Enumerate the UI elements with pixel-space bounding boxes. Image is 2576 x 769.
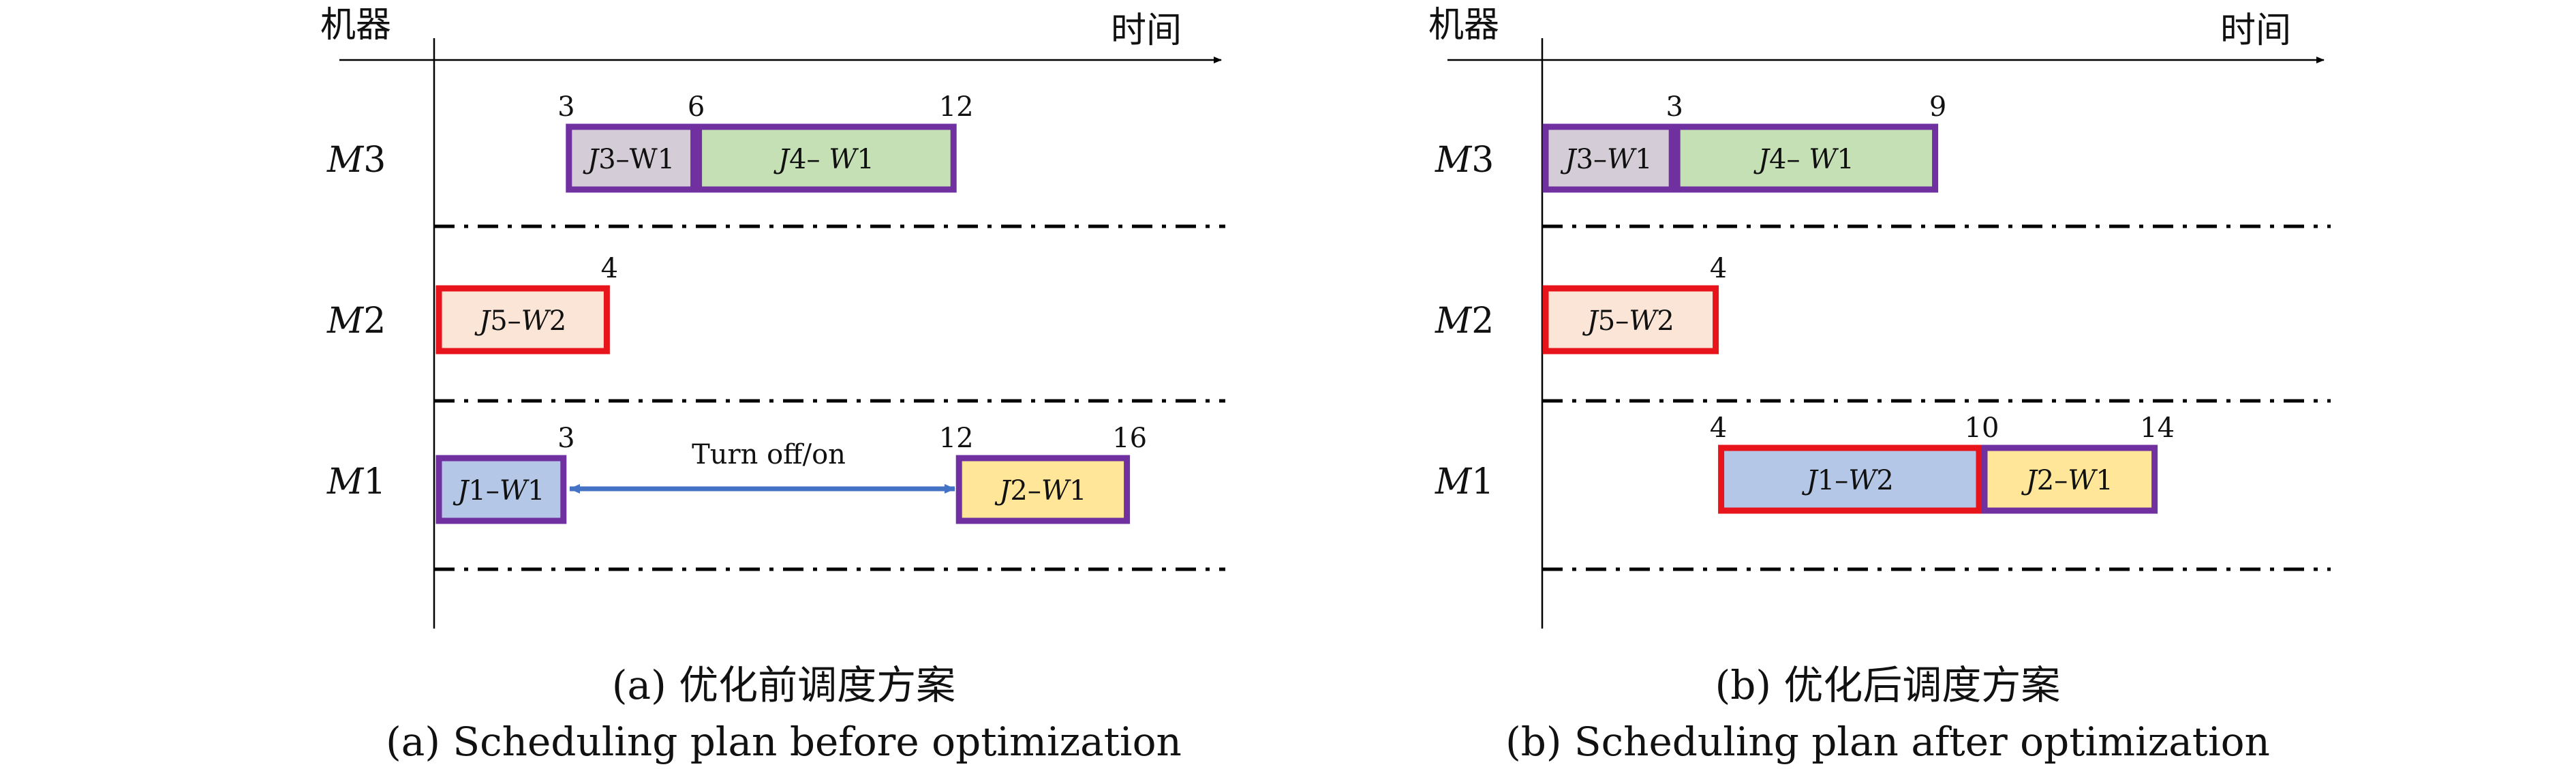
time-label: 4 (1710, 412, 1727, 444)
task-bar-j5 (435, 285, 610, 355)
task-bar-j1 (1718, 444, 1982, 514)
time-label: 14 (2140, 412, 2175, 444)
caption-cn: (a) 优化前调度方案 (612, 662, 955, 708)
time-label: 3 (557, 423, 574, 454)
machine-label-m1: M1 (326, 462, 386, 502)
y-axis-label: 机器 (320, 5, 391, 46)
time-label: 10 (1965, 412, 1999, 444)
time-label: 4 (601, 253, 618, 284)
task-label-j3: J3–W1 (1561, 144, 1653, 175)
x-axis-label: 时间 (2220, 10, 2291, 51)
task-label-j3: J3–W1 (583, 144, 675, 175)
caption-en: (b) Scheduling plan after optimization (1505, 719, 2270, 765)
machine-label-m1: M1 (1435, 462, 1494, 502)
task-label-j2: J2–W1 (994, 475, 1086, 507)
machine-label-m2: M2 (326, 301, 386, 342)
task-bar-j3 (1542, 123, 1675, 193)
caption-en: (a) Scheduling plan before optimization (386, 719, 1182, 765)
x-axis-label: 时间 (1111, 10, 1182, 51)
task-bar-j2 (955, 455, 1131, 524)
turn-off-on-label: Turn off/on (692, 439, 846, 470)
task-label-j2: J2–W1 (2021, 465, 2113, 496)
task-label-j5: J5–W2 (474, 305, 566, 337)
task-label-j1: J1–W1 (453, 475, 545, 507)
task-label-j4: J4– W1 (1753, 144, 1854, 175)
task-bar-j4 (696, 123, 957, 193)
time-label: 6 (688, 91, 705, 123)
machine-label-m3: M3 (326, 140, 386, 181)
machine-label-m2: M2 (1435, 301, 1494, 342)
caption-cn: (b) 优化后调度方案 (1715, 662, 2061, 708)
task-label-j4: J4– W1 (773, 144, 874, 175)
time-label: 12 (939, 423, 974, 454)
task-bar-j1 (435, 455, 567, 524)
task-label-j5: J5–W2 (1582, 305, 1674, 337)
time-label: 4 (1710, 253, 1727, 284)
time-label: 12 (939, 91, 974, 123)
time-label: 3 (1666, 91, 1683, 123)
y-axis-label: 机器 (1428, 5, 1499, 46)
task-bar-j4 (1674, 123, 1939, 193)
task-bar-j5 (1542, 285, 1719, 355)
task-bar-j2 (1981, 444, 2158, 514)
time-label: 9 (1929, 91, 1946, 123)
task-label-j1: J1–W2 (1802, 465, 1894, 496)
task-bar-j3 (566, 123, 697, 193)
time-label: 3 (557, 91, 574, 123)
time-label: 16 (1112, 423, 1147, 454)
machine-label-m3: M3 (1435, 140, 1494, 181)
